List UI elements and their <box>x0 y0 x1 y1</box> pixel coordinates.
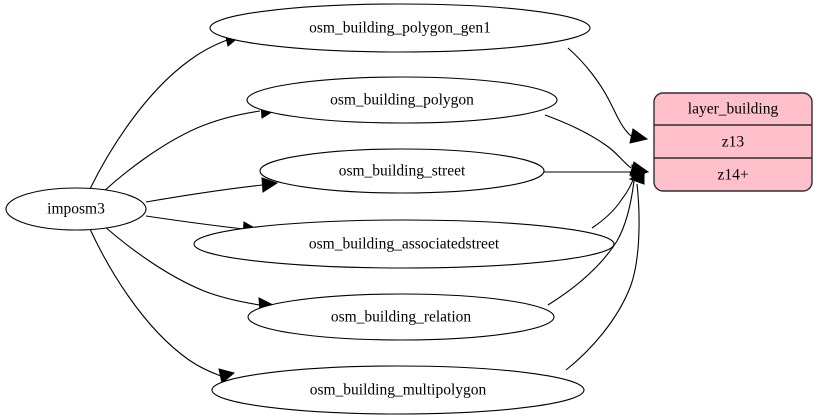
node-osm_building_polygon-shape[interactable] <box>246 76 558 124</box>
node-osm_building_multipolygon-shape[interactable] <box>211 365 585 415</box>
edge-imposm3-to-osm_building_street <box>145 177 279 203</box>
node-osm_building_polygon_gen1-label: osm_building_polygon_gen1 <box>309 20 491 37</box>
edge-imposm3-to-osm_building_polygon_gen1 <box>89 32 242 190</box>
node-osm_building_street-label: osm_building_street <box>339 163 466 180</box>
node-osm_building_associatedstreet[interactable]: osm_building_associatedstreet <box>193 219 615 269</box>
edge-osm_building_multipolygon-to-layer_building_z14 <box>565 171 645 371</box>
edge-osm_building_polygon_gen1-to-layer_building_z13 <box>567 47 649 144</box>
node-osm_building_relation[interactable]: osm_building_relation <box>247 293 555 341</box>
node-layer_building-shape[interactable] <box>653 92 813 192</box>
edge-group-tables-to-layer <box>543 47 650 371</box>
node-osm_building_street[interactable]: osm_building_street <box>259 148 545 194</box>
node-osm_building_polygon-label: osm_building_polygon <box>330 92 474 109</box>
node-osm_building_polygon[interactable]: osm_building_polygon <box>246 76 558 124</box>
node-osm_building_relation-label: osm_building_relation <box>331 309 472 326</box>
record-row-z14: z14+ <box>717 167 748 184</box>
node-layer_building[interactable]: layer_building z13 z14+ <box>653 92 813 192</box>
node-osm_building_associatedstreet-shape[interactable] <box>193 219 615 269</box>
edge-osm_building_street-to-layer_building_z14 <box>543 164 649 180</box>
edge-imposm3-to-osm_building_multipolygon <box>89 228 236 384</box>
node-osm_building_relation-shape[interactable] <box>247 293 555 341</box>
node-osm_building_multipolygon[interactable]: osm_building_multipolygon <box>211 365 585 415</box>
node-imposm3[interactable]: imposm3 <box>5 187 147 231</box>
node-imposm3-label: imposm3 <box>47 201 105 218</box>
node-imposm3-shape[interactable] <box>5 187 147 231</box>
edge-imposm3-to-osm_building_polygon <box>102 103 277 193</box>
record-row-z13: z13 <box>722 134 745 151</box>
node-osm_building_multipolygon-label: osm_building_multipolygon <box>310 382 487 399</box>
node-osm_building_polygon_gen1-shape[interactable] <box>209 3 591 53</box>
node-osm_building_associatedstreet-label: osm_building_associatedstreet <box>309 236 500 253</box>
node-osm_building_polygon_gen1[interactable]: osm_building_polygon_gen1 <box>209 3 591 53</box>
record-row-layer-title: layer_building <box>688 101 779 118</box>
node-osm_building_street-shape[interactable] <box>259 148 545 194</box>
